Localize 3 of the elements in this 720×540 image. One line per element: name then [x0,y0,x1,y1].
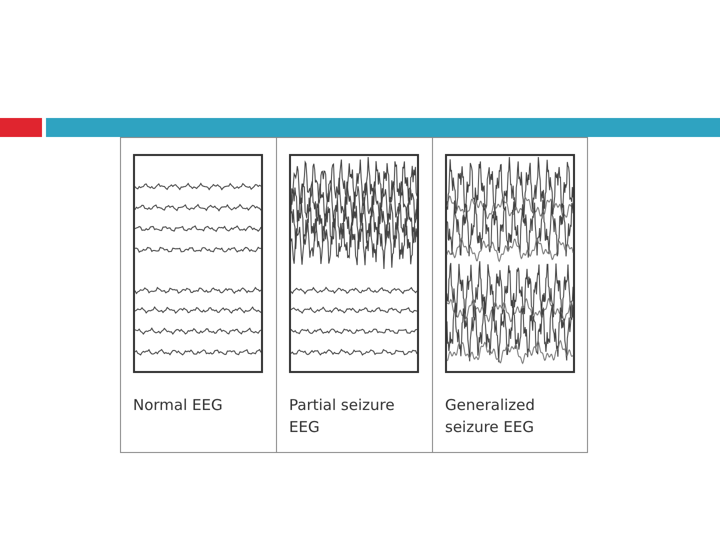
panel-label: Normal EEG [133,395,224,416]
panel-label: Generalized seizure EEG [445,395,536,438]
panel-label: Partial seizure EEG [289,395,396,438]
